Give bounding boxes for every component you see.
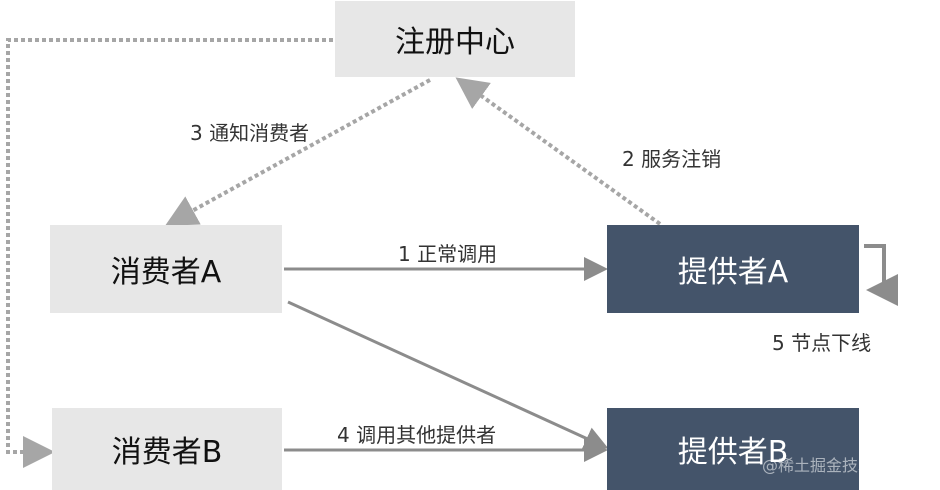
notify-consumer-b-arrow	[6, 38, 333, 468]
consumer-b-node: 消费者B	[52, 408, 282, 490]
notify-consumer-arrow	[164, 78, 431, 226]
notify-consumer-label: 3 通知消费者	[190, 121, 310, 145]
provider-a-label: 提供者A	[677, 255, 789, 290]
registry-node: 注册中心	[335, 1, 575, 77]
provider-b-node: 提供者B	[607, 408, 859, 490]
consumer-b-label: 消费者B	[111, 435, 223, 470]
provider-b-label: 提供者B	[677, 435, 789, 470]
call-other-provider-label: 4 调用其他提供者	[337, 423, 497, 447]
node-offline-loop-arrow	[864, 244, 898, 306]
failover-diagonal-arrow	[287, 300, 609, 450]
normal-call-label: 1 正常调用	[398, 242, 498, 266]
watermark-text: @稀土掘金技术社区	[762, 456, 907, 475]
consumer-a-label: 消费者A	[110, 255, 222, 290]
service-deregister-label: 2 服务注销	[622, 147, 722, 171]
provider-a-node: 提供者A	[607, 225, 859, 313]
registry-label: 注册中心	[395, 25, 515, 60]
node-offline-label: 5 节点下线	[772, 331, 872, 355]
consumer-a-node: 消费者A	[50, 225, 282, 313]
service-deregister-arrow	[455, 77, 662, 226]
